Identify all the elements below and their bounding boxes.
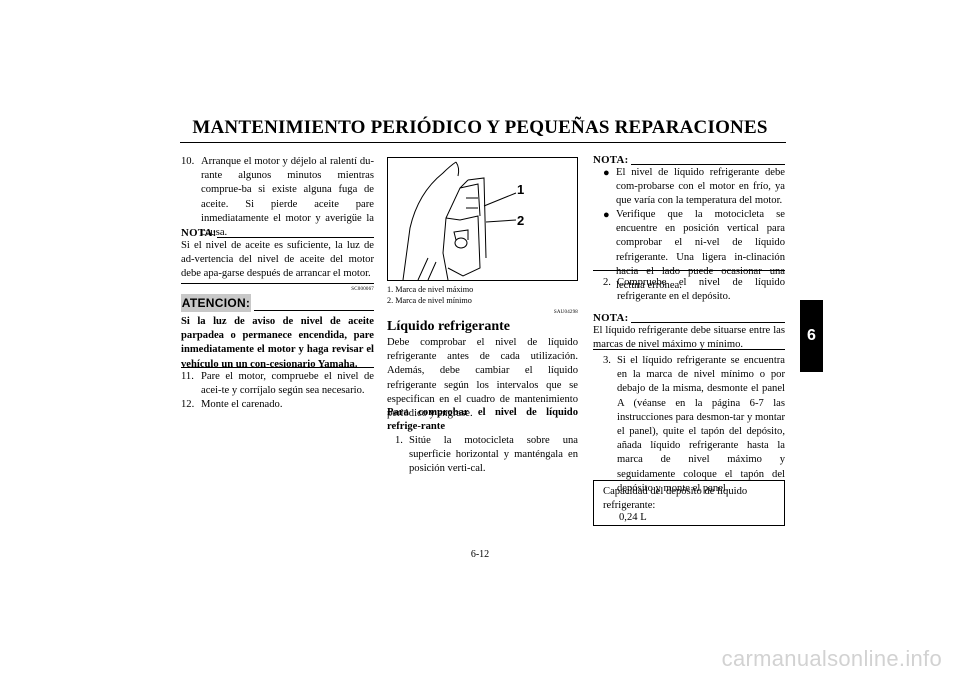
nota-end-rule	[593, 349, 785, 350]
figure-caption-1: 1. Marca de nivel máximo	[387, 285, 474, 294]
watermark: carmanualsonline.info	[721, 646, 942, 671]
bullet-item: ● El nivel de líquido refrigerante debe …	[603, 166, 785, 209]
figure-caption-2: 2. Marca de nivel mínimo	[387, 296, 472, 305]
capacity-box: Capacidad del depósito de líquido refrig…	[593, 480, 785, 526]
page-number: 6-12	[470, 549, 490, 560]
nota-text: El líquido refrigerante debe situarse en…	[593, 325, 785, 351]
reference-code: SC000067	[351, 287, 374, 292]
step-3: 3. Si el líquido refrigerante se encuent…	[603, 354, 785, 496]
bullet-item: ● Verifique que la motocicleta se encuen…	[603, 208, 785, 293]
header-rule	[180, 142, 786, 143]
step-number: 3.	[603, 355, 611, 366]
item-number: 12.	[181, 399, 195, 410]
bullet-icon: ●	[603, 209, 610, 221]
atencion-end-rule	[181, 367, 374, 368]
nota-end-rule	[181, 283, 374, 284]
procedure-subheading: Para comprobar el nivel de líquido refri…	[387, 407, 578, 433]
step-text: Si el líquido refrigerante se encuentra …	[617, 355, 785, 494]
bullet-icon: ●	[603, 167, 610, 179]
reference-code: SAU04298	[553, 310, 578, 315]
nota-rule	[217, 237, 374, 238]
step-text: Sitúe la motocicleta sobre una superfici…	[409, 435, 578, 475]
step-number: 2.	[603, 277, 611, 288]
nota-end-rule	[593, 270, 785, 271]
step-2: 2. Compruebe el nivel de líquido refrige…	[603, 276, 785, 304]
item-number: 11.	[181, 371, 194, 382]
list-item-12: 12. Monte el carenado.	[181, 398, 374, 412]
section-intro: Debe comprobar el nivel de líquido refri…	[387, 337, 578, 420]
coolant-reservoir-figure: 1 2	[387, 157, 578, 281]
nota-label: NOTA:	[593, 312, 629, 324]
callout-label-2: 2	[517, 213, 525, 228]
nota-text: Si el nivel de aceite es suficiente, la …	[181, 240, 374, 280]
capacity-label: Capacidad del depósito de líquido refrig…	[603, 486, 748, 512]
chapter-tab: 6	[800, 300, 823, 372]
step-text: Compruebe el nivel de líquido refrigeran…	[617, 277, 785, 303]
atencion-label: ATENCION:	[181, 294, 251, 312]
nota-label: NOTA:	[181, 227, 217, 239]
section-heading: Líquido refrigerante	[387, 319, 511, 334]
reservoir-illustration	[402, 161, 517, 281]
callout-label-1: 1	[517, 182, 525, 197]
atencion-text: Si la luz de aviso de nivel de aceite pa…	[181, 316, 374, 370]
nota-rule	[631, 322, 785, 323]
step-1: 1. Sitúe la motocicleta sobre una superf…	[395, 434, 578, 477]
nota-rule	[631, 164, 785, 165]
list-item-10: 10. Arranque el motor y déjelo al ralent…	[181, 155, 374, 240]
bullet-text: El nivel de líquido refrigerante debe co…	[616, 167, 785, 207]
item-number: 10.	[181, 156, 195, 167]
page-title: MANTENIMIENTO PERIÓDICO Y PEQUEÑAS REPAR…	[192, 117, 768, 138]
capacity-value: 0,24 L	[619, 512, 647, 523]
atencion-rule	[254, 310, 374, 311]
nota-label: NOTA:	[593, 154, 629, 166]
item-text: Monte el carenado.	[201, 399, 283, 410]
step-number: 1.	[395, 435, 403, 446]
item-text: Arranque el motor y déjelo al ralentí du…	[201, 156, 374, 239]
item-text: Pare el motor, compruebe el nivel de ace…	[201, 371, 374, 397]
bullet-text: Verifique que la motocicleta se encuentr…	[616, 209, 785, 292]
list-item-11: 11. Pare el motor, compruebe el nivel de…	[181, 370, 374, 398]
